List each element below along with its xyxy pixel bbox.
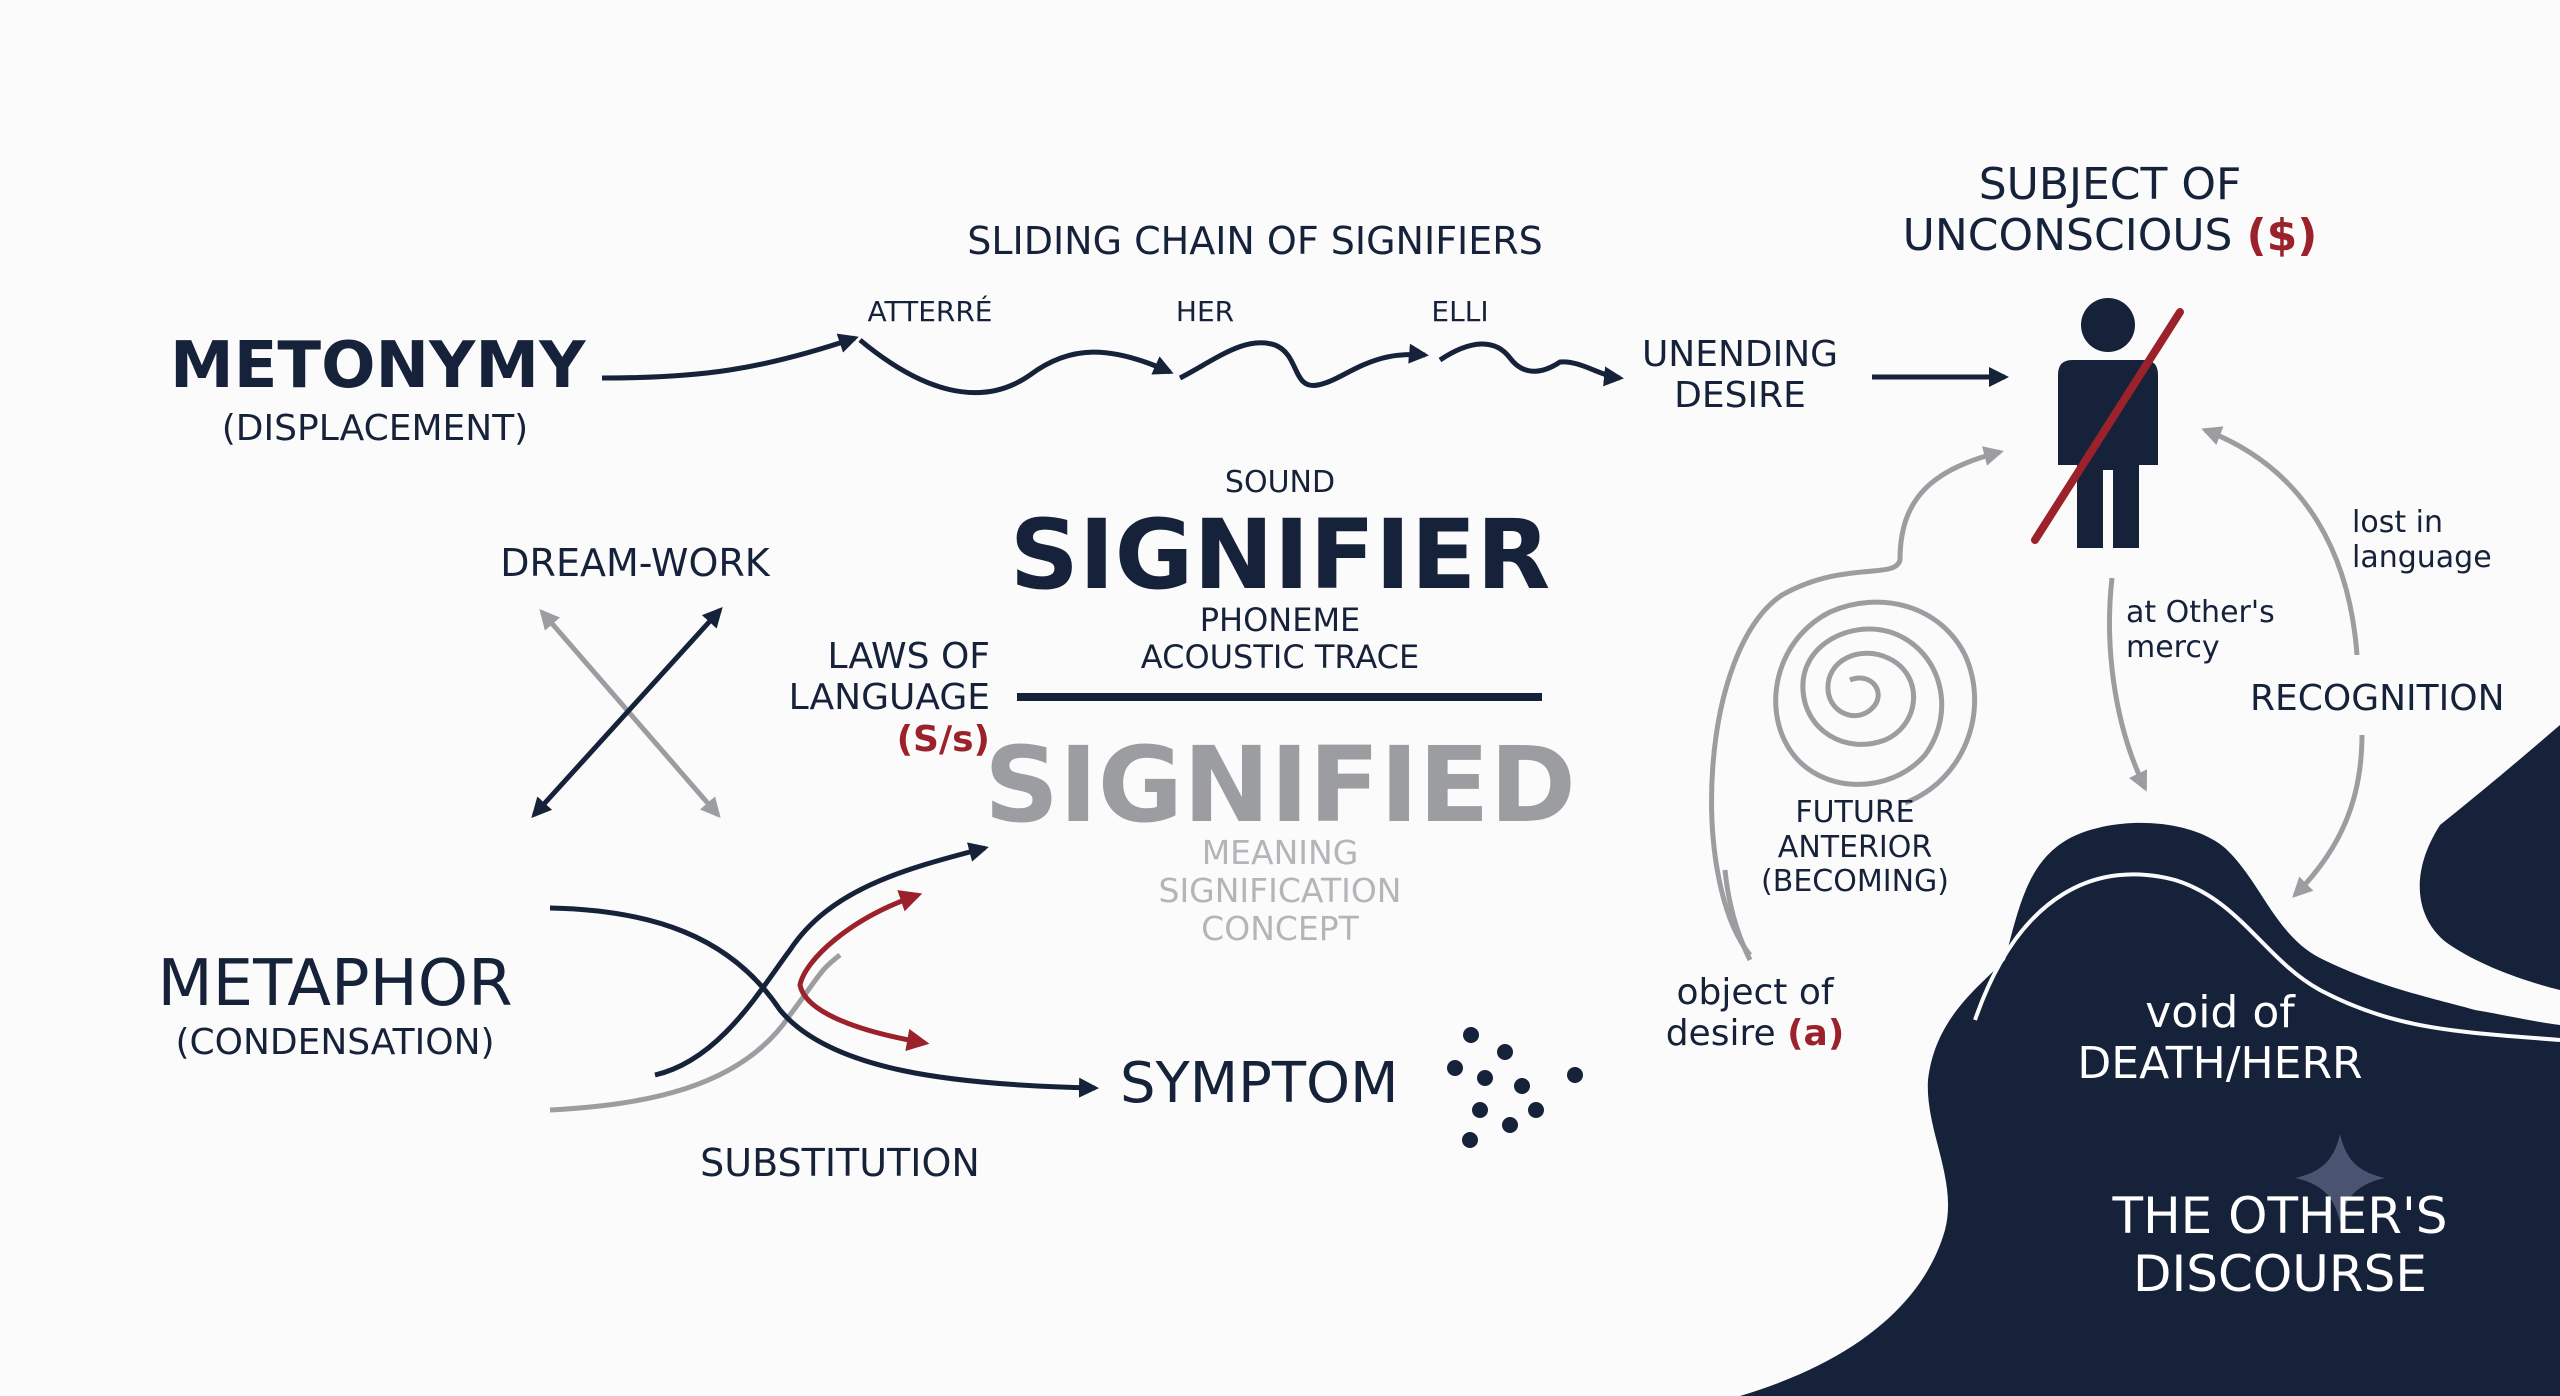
chain-wave-1	[858, 338, 1174, 396]
chain-wave-3	[1438, 341, 1624, 387]
future-line3: (BECOMING)	[1761, 864, 1949, 899]
desire-label: DESIRE	[1674, 375, 1806, 417]
chain-word-2: HER	[1175, 295, 1235, 328]
unending-desire: UNENDING DESIRE	[1620, 334, 1860, 417]
symptom-dots-icon	[1447, 1027, 1583, 1148]
future-line1: FUTURE	[1795, 795, 1915, 830]
chain-title: SLIDING CHAIN OF SIGNIFIERS	[967, 219, 1543, 263]
lost-in-language-arrow	[2201, 426, 2360, 656]
subject-figure-icon	[2058, 298, 2158, 548]
lost-line2: language	[2352, 539, 2492, 575]
signified-title: SIGNIFIED	[984, 724, 1576, 846]
substitution-label: SUBSTITUTION	[700, 1141, 980, 1185]
subject-title-line1: SUBJECT OF	[1978, 159, 2242, 210]
object-line1: object of	[1676, 972, 1834, 1013]
metaphor-subtitle: (CONDENSATION)	[175, 1022, 495, 1063]
symptom-label: SYMPTOM	[1120, 1051, 1399, 1116]
metaphor-title: METAPHOR	[157, 947, 513, 1021]
spiral-to-subject-arrow	[1709, 446, 2004, 957]
signified-concept: CONCEPT	[1201, 908, 1359, 948]
mercy-label: at Other's mercy	[2126, 595, 2275, 665]
recognition-label: RECOGNITION	[2250, 678, 2505, 719]
object-of-desire: object of desire (a)	[1640, 972, 1870, 1055]
other-discourse-outline	[1973, 872, 2560, 1042]
laws-line1: LAWS OF	[827, 636, 990, 677]
dream-work-navy-arrow	[531, 607, 723, 818]
future-anterior: FUTURE ANTERIOR (BECOMING)	[1720, 795, 1990, 900]
signifier-details: PHONEME ACOUSTIC TRACE	[1030, 602, 1530, 676]
discourse-line1: THE OTHER'S	[2112, 1187, 2448, 1245]
recognition-arrow	[2292, 734, 2365, 898]
signifier-phoneme: PHONEME	[1199, 601, 1361, 639]
signified-signification: SIGNIFICATION	[1158, 870, 1402, 910]
discourse-label: THE OTHER'S DISCOURSE	[2080, 1187, 2480, 1303]
sparkle-icon	[2295, 1134, 2385, 1222]
metonymy-title: METONYMY	[170, 329, 586, 403]
void-line1: void of	[2145, 987, 2295, 1038]
metaphor-navy-curve-a	[549, 905, 1099, 1098]
subject-symbol: ($)	[2246, 209, 2318, 261]
lost-in-language-label: lost in language	[2352, 505, 2492, 575]
signifier-above: SOUND	[1224, 465, 1336, 500]
subject-bar-slash	[2031, 308, 2184, 544]
lost-line1: lost in	[2352, 505, 2443, 540]
laws-line2: LANGUAGE	[788, 677, 990, 719]
chain-word-1: ATTERRÉ	[867, 295, 993, 328]
signifier-acoustic-trace: ACOUSTIC TRACE	[1140, 637, 1420, 676]
signified-meaning: MEANING	[1201, 833, 1359, 872]
other-discourse-ridge	[2419, 725, 2560, 990]
other-discourse-shape	[1740, 822, 2560, 1396]
mercy-line2: mercy	[2126, 629, 2220, 665]
metaphor-grey-curve	[549, 953, 842, 1113]
dream-work-label: DREAM-WORK	[500, 541, 770, 585]
mercy-arrow	[2107, 577, 2148, 792]
object-line2: desire	[1665, 1013, 1776, 1055]
metaphor-red-fork	[797, 890, 930, 1052]
chain-wave-2	[1178, 340, 1429, 388]
object-stem	[1722, 869, 1753, 962]
object-symbol: (a)	[1787, 1013, 1845, 1055]
future-line2: ANTERIOR	[1777, 829, 1933, 865]
discourse-line2: DISCOURSE	[2133, 1244, 2427, 1303]
void-line2: DEATH/HERR	[2077, 1037, 2363, 1089]
unending-label: UNENDING	[1641, 334, 1839, 375]
signified-details: MEANING SIGNIFICATION CONCEPT	[1030, 834, 1530, 948]
metonymy-arrow	[601, 333, 859, 381]
subject-title-line2: UNCONSCIOUS	[1902, 209, 2233, 261]
metaphor-navy-curve-b	[654, 842, 989, 1078]
signifier-title: SIGNIFIER	[1009, 499, 1551, 611]
subject-title: SUBJECT OF UNCONSCIOUS ($)	[1850, 159, 2370, 261]
void-label: void of DEATH/HERR	[2030, 987, 2410, 1089]
chain-word-3: ELLI	[1431, 295, 1489, 328]
mercy-line1: at Other's	[2126, 595, 2275, 630]
laws-of-language: LAWS OF LANGUAGE (S/s)	[700, 636, 990, 760]
metonymy-subtitle: (DISPLACEMENT)	[221, 408, 529, 449]
desire-spiral	[1773, 599, 1978, 806]
laws-symbol: (S/s)	[896, 718, 990, 760]
